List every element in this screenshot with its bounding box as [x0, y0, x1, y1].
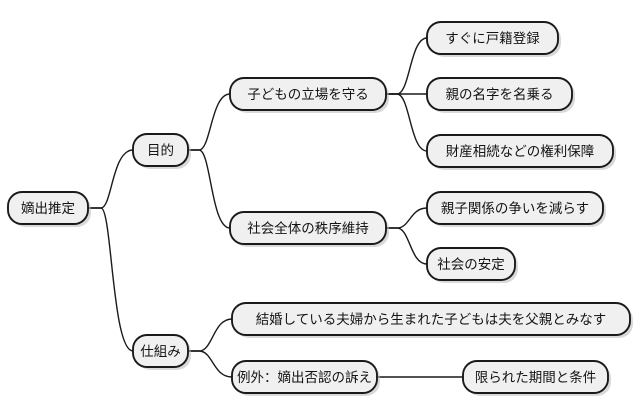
edge-layer	[87, 37, 464, 378]
edge-social-order-to-disputes	[385, 207, 428, 229]
node-social-order-box	[229, 211, 387, 245]
node-leaf-koseki[interactable]: すぐに戸籍登録	[426, 21, 561, 57]
edge-mechanism-to-presumption	[187, 318, 233, 352]
node-purpose-social-order[interactable]: 社会全体の秩序維持	[229, 211, 389, 247]
node-disputes-box	[426, 191, 604, 225]
node-mechanism-exception[interactable]: 例外：嫡出否認の訴え	[231, 360, 380, 396]
node-mechanism-label: 仕組み	[140, 344, 181, 360]
node-purpose-label: 目的	[147, 143, 174, 159]
node-stability-label: 社会の安定	[437, 257, 505, 273]
node-stability-box	[426, 247, 516, 281]
node-social-order-label: 社会全体の秩序維持	[247, 220, 369, 237]
node-purpose-box	[132, 133, 189, 167]
node-presumption-label: 結婚している夫婦から生まれた子どもは夫を父親とみなす	[256, 311, 607, 328]
node-root[interactable]: 嫡出推定	[7, 191, 91, 227]
node-leaf-inheritance[interactable]: 財産相続などの権利保障	[426, 134, 616, 170]
edge-mechanism-to-exception	[187, 350, 233, 378]
edge-purpose-to-child-position	[187, 93, 231, 151]
node-koseki-label: すぐに戸籍登録	[445, 30, 540, 47]
node-koseki-box	[426, 21, 559, 55]
node-inheritance-box	[426, 134, 614, 168]
node-child-position-label: 子どもの立場を守る	[247, 87, 369, 103]
node-branch-mechanism[interactable]: 仕組み	[132, 334, 191, 370]
edge-purpose-to-social-order	[187, 149, 231, 229]
node-exception-label: 例外：嫡出否認の訴え	[237, 369, 372, 386]
node-root-label: 嫡出推定	[21, 200, 75, 217]
node-disputes-label: 親子関係の争いを減らす	[441, 200, 589, 217]
node-mechanism-exception-detail[interactable]: 限られた期間と条件	[462, 360, 611, 396]
node-exception-box	[231, 360, 378, 394]
edge-child-position-to-inheritance	[385, 93, 428, 152]
node-leaf-stability[interactable]: 社会の安定	[426, 247, 518, 283]
node-mechanism-presumption[interactable]: 結婚している夫婦から生まれた子どもは夫を父親とみなす	[231, 302, 633, 338]
node-branch-purpose[interactable]: 目的	[132, 133, 191, 169]
node-exception-detail-box	[462, 360, 609, 394]
node-leaf-disputes[interactable]: 親子関係の争いを減らす	[426, 191, 606, 227]
node-purpose-child-position[interactable]: 子どもの立場を守る	[229, 77, 389, 113]
node-inheritance-label: 財産相続などの権利保障	[446, 143, 595, 160]
node-child-position-box	[229, 77, 387, 111]
node-leaf-surname[interactable]: 親の名字を名乗る	[426, 77, 575, 113]
edge-root-to-mechanism	[87, 207, 134, 352]
node-mechanism-box	[132, 334, 189, 368]
node-surname-box	[426, 77, 573, 111]
node-exception-detail-label: 限られた期間と条件	[475, 369, 597, 386]
edge-child-position-to-koseki	[385, 37, 428, 95]
node-presumption-box	[231, 302, 631, 336]
edge-social-order-to-stability	[385, 227, 428, 265]
node-surname-label: 親の名字を名乗る	[446, 87, 554, 103]
edge-root-to-purpose	[87, 149, 134, 209]
node-root-box	[7, 191, 89, 225]
